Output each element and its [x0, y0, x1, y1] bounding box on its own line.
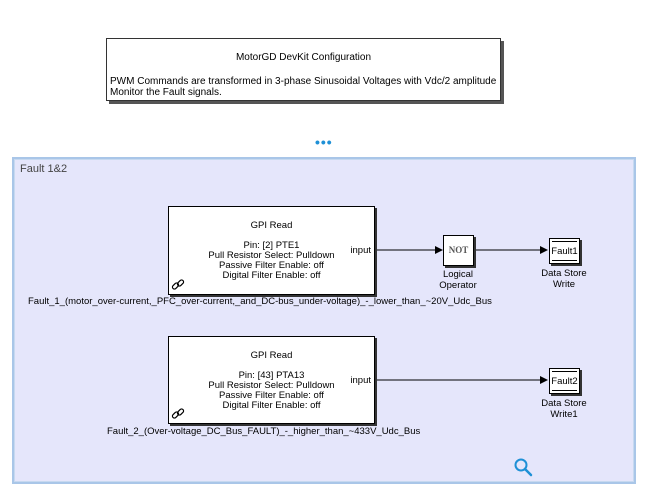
gpi2-digital: Digital Filter Enable: off: [222, 400, 321, 411]
gpi1-output-port: input: [350, 245, 371, 256]
data-store-write1-name[interactable]: Data Store Write1: [533, 398, 595, 420]
gpi2-title: GPI Read: [250, 350, 293, 361]
zoom-icon[interactable]: [513, 457, 533, 477]
annotation-note[interactable]: MotorGD DevKit Configuration PWM Command…: [106, 38, 501, 101]
gpi1-passive: Passive Filter Enable: off: [219, 260, 324, 271]
gpi-read-block-1[interactable]: GPI Read Pin: [2] PTE1 Pull Resistor Sel…: [168, 206, 375, 295]
gpi1-title: GPI Read: [250, 220, 293, 231]
data-store-write-name[interactable]: Data Store Write: [533, 268, 595, 290]
annotation-line-2: Monitor the Fault signals.: [110, 87, 222, 98]
gpi1-block-name[interactable]: Fault_1_(motor_over-current,_PFC_over-cu…: [28, 296, 492, 307]
more-ellipsis-button[interactable]: •••: [315, 134, 333, 150]
area-title: Fault 1&2: [20, 163, 68, 175]
gpi2-pin: Pin: [43] PTA13: [238, 370, 305, 381]
gpi2-output-port: input: [350, 375, 371, 386]
gpi1-pin: Pin: [2] PTE1: [243, 240, 300, 251]
data-store-label: Fault1: [551, 246, 578, 257]
data-store1-label: Fault2: [551, 376, 578, 387]
gpi-read-block-2[interactable]: GPI Read Pin: [43] PTA13 Pull Resistor S…: [168, 336, 375, 424]
data-store-write-name-line1: Data Store: [541, 268, 587, 279]
gpi1-digital: Digital Filter Enable: off: [222, 270, 321, 281]
gpi2-block-name[interactable]: Fault_2_(Over-voltage_DC_Bus_FAULT)_-_hi…: [107, 426, 421, 437]
logical-operator-block[interactable]: NOT: [443, 235, 474, 266]
link-icon[interactable]: [171, 407, 185, 421]
data-store-write1-name-line1: Data Store: [541, 398, 587, 409]
not-symbol: NOT: [448, 245, 469, 255]
annotation-title: MotorGD DevKit Configuration: [235, 52, 372, 63]
data-store-write1-name-line2: Write1: [550, 409, 578, 420]
data-store-write1-block[interactable]: Fault2: [549, 368, 580, 394]
data-store-write-block[interactable]: Fault1: [549, 238, 580, 264]
annotation-line-1: PWM Commands are transformed in 3-phase …: [110, 76, 497, 87]
logical-operator-name[interactable]: Logical Operator: [428, 269, 488, 291]
logical-operator-name-line1: Logical: [442, 269, 474, 280]
gpi1-pull: Pull Resistor Select: Pulldown: [208, 250, 335, 261]
gpi2-passive: Passive Filter Enable: off: [219, 390, 324, 401]
logical-operator-name-line2: Operator: [439, 280, 477, 291]
gpi2-pull: Pull Resistor Select: Pulldown: [208, 380, 335, 391]
link-icon[interactable]: [171, 278, 185, 292]
data-store-write-name-line2: Write: [553, 279, 575, 290]
